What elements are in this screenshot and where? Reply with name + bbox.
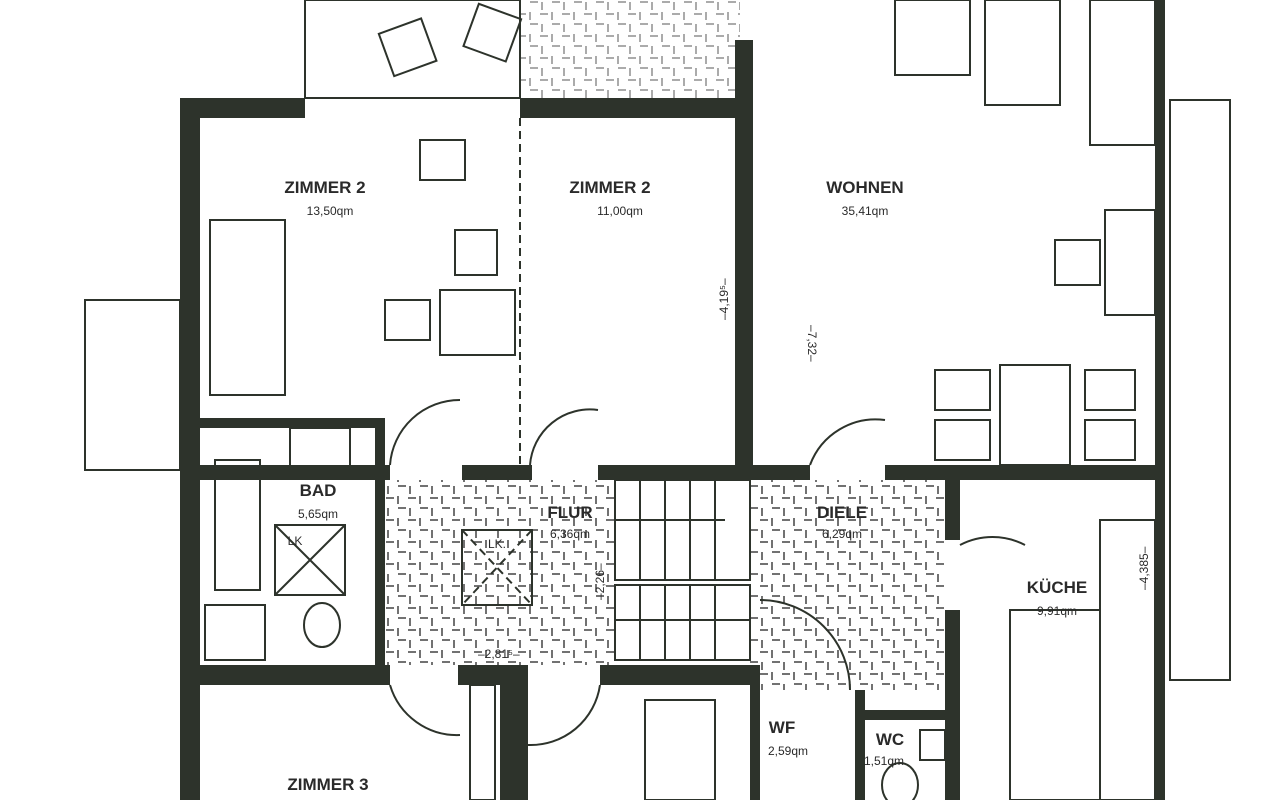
- room-label-wc: WC: [876, 730, 904, 749]
- dimension-wohnen: –7,32–: [805, 325, 819, 362]
- room-area-wf: 2,59qm: [768, 744, 808, 758]
- dimension-kueche: –4,385–: [1137, 546, 1151, 590]
- room-area-wohnen: 35,41qm: [842, 204, 889, 218]
- room-area-wc: 1,51qm: [864, 754, 904, 768]
- diele-floor: [750, 480, 945, 690]
- dimension-flur-width: –2,81⁵–: [478, 647, 520, 661]
- room-label-wohnen: WOHNEN: [826, 178, 903, 197]
- room-label-zimmer2-right: ZIMMER 2: [569, 178, 650, 197]
- walls: [180, 0, 1165, 800]
- room-area-diele: 6,29qm: [822, 527, 862, 541]
- room-label-zimmer3: ZIMMER 3: [287, 775, 368, 794]
- room-label-diele: DIELE: [817, 503, 867, 522]
- room-label-flur: FLUR: [547, 503, 592, 522]
- room-label-zimmer2-left: ZIMMER 2: [284, 178, 365, 197]
- room-area-zimmer2-left: 13,50qm: [307, 204, 354, 218]
- room-label-wf: WF: [769, 718, 795, 737]
- dimension-flur-height: –2,26–: [593, 563, 607, 600]
- dimension-zimmer2: –4,19⁵–: [717, 278, 731, 320]
- terrace-floor: [520, 0, 740, 98]
- room-area-bad: 5,65qm: [298, 507, 338, 521]
- room-label-kueche: KÜCHE: [1027, 578, 1087, 597]
- room-area-kueche: 9,91qm: [1037, 604, 1077, 618]
- room-area-zimmer2-right: 11,00qm: [597, 204, 643, 218]
- lk-marker-flur: LK.: [488, 537, 506, 551]
- fixtures: [84, 0, 1231, 800]
- flur-floor: [385, 480, 615, 665]
- room-area-flur: 6,36qm: [550, 527, 590, 541]
- lk-marker-bad: LK: [288, 534, 303, 548]
- room-label-bad: BAD: [300, 481, 337, 500]
